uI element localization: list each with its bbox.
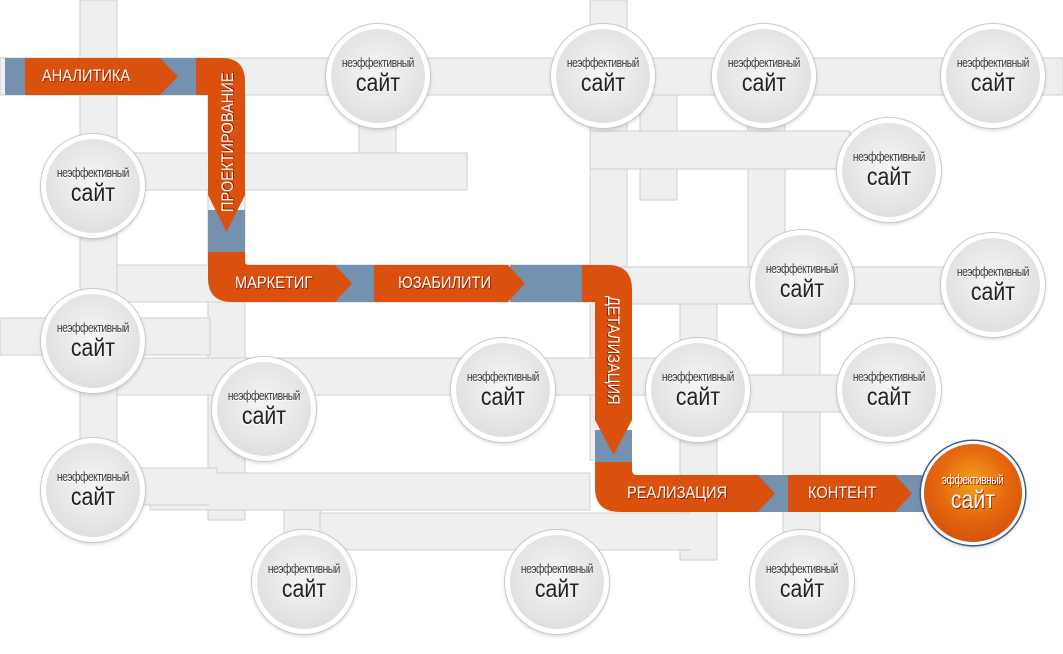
node-caption-bottom: сайт [70, 179, 116, 207]
node-caption-top: неэффективный [766, 562, 838, 576]
node-caption-bottom: сайт [970, 69, 1016, 97]
node-caption-top: неэффективный [57, 470, 129, 484]
node-caption-bottom: сайт [779, 575, 825, 603]
node-caption-bottom: сайт [70, 334, 116, 362]
node-caption-bottom: сайт [741, 69, 787, 97]
step-label-design: ПРОЕКТИРОВАНИЕ [218, 50, 238, 212]
step-label-usability: ЮЗАБИЛИТИ [398, 273, 506, 293]
step-label-text: ДЕТАЛИЗАЦИЯ [604, 296, 623, 405]
step-label-text: ЮЗАБИЛИТИ [398, 273, 492, 292]
step-label-implementation: РЕАЛИЗАЦИЯ [627, 483, 743, 503]
node-caption-top: неэффективный [957, 265, 1029, 279]
step-label-text: КОНТЕНТ [808, 483, 877, 502]
node-caption-top: неэффективный [957, 56, 1029, 70]
node-caption-top: неэффективный [467, 370, 539, 384]
step-label-text: РЕАЛИЗАЦИЯ [627, 483, 728, 502]
step-label-text: МАРКЕТИГ [235, 273, 313, 292]
node-caption-top: неэффективный [567, 56, 639, 70]
node-caption-bottom: сайт [70, 483, 116, 511]
node-caption-bottom: сайт [675, 383, 721, 411]
node-caption-top: неэффективный [57, 166, 129, 180]
node-caption-bottom: сайт [866, 163, 912, 191]
node-caption-top: неэффективный [853, 370, 925, 384]
step-label-content: КОНТЕНТ [808, 483, 888, 503]
node-caption-top: неэффективный [228, 389, 300, 403]
step-label-text: ПРОЕКТИРОВАНИЕ [218, 72, 237, 212]
node-caption-bottom: сайт [970, 278, 1016, 306]
step-label-text: АНАЛИТИКА [42, 66, 131, 85]
node-caption-bottom: сайт [779, 275, 825, 303]
node-caption-top: неэффективный [57, 321, 129, 335]
node-caption-bottom: сайт [534, 575, 580, 603]
node-caption-top: неэффективный [521, 562, 593, 576]
step-label-analytics: АНАЛИТИКА [42, 66, 145, 86]
step-arrow-detailing [582, 265, 632, 455]
node-caption-top: неэффективный [268, 562, 340, 576]
highlighted-path [5, 58, 930, 512]
step-arrow-usability [374, 265, 525, 302]
node-caption-top: неэффективный [342, 56, 414, 70]
node-caption-bottom: сайт [241, 402, 287, 430]
step-arrow-design [196, 58, 245, 232]
node-caption-bottom: сайт [480, 383, 526, 411]
node-caption-bottom: сайт [355, 69, 401, 97]
node-caption-top: неэффективный [728, 56, 800, 70]
step-arrow-marketing [208, 252, 352, 302]
step-arrow-content [788, 475, 912, 512]
node-caption-top: неэффективный [662, 370, 734, 384]
step-label-marketing: МАРКЕТИГ [235, 273, 325, 293]
step-label-detailing: ДЕТАЛИЗАЦИЯ [603, 296, 623, 422]
node-caption-bottom: сайт [580, 69, 626, 97]
goal-caption-top: эффективный [942, 473, 1004, 487]
node-caption-top: неэффективный [853, 150, 925, 164]
step-arrow-implementation [595, 462, 775, 512]
node-caption-top: неэффективный [766, 262, 838, 276]
step-arrow-analytics [25, 58, 178, 95]
node-caption-bottom: сайт [281, 575, 327, 603]
goal-caption-bottom: сайт [950, 486, 996, 514]
node-caption-bottom: сайт [866, 383, 912, 411]
